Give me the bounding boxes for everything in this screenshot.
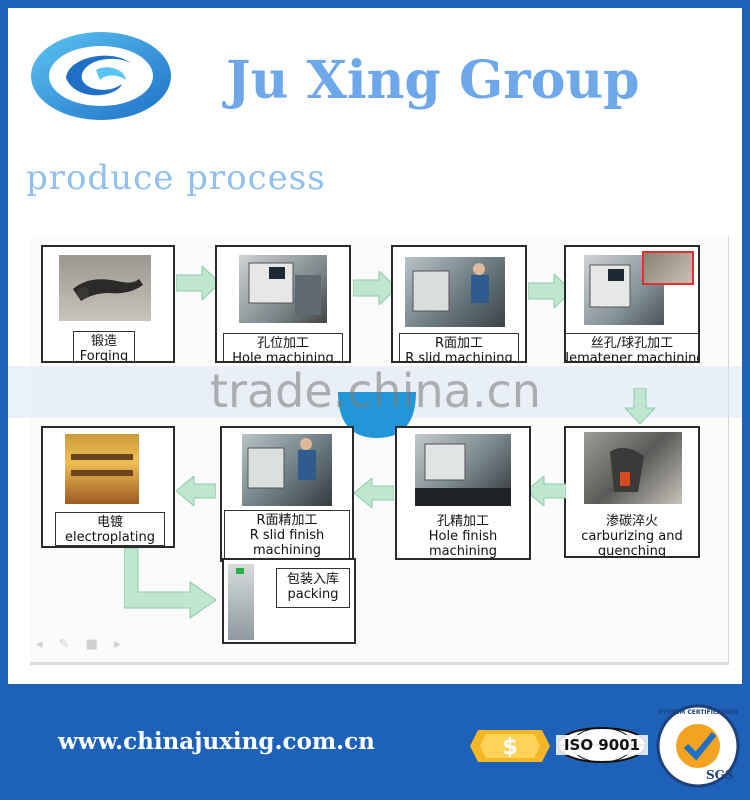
rocker-arm-icon [59,255,151,321]
arrow-left-2 [354,478,394,508]
dollar-badge-icon: $ [470,726,550,766]
brand-name: Ju Xing Group [226,50,640,111]
packing-label: 包装入库 packing [276,568,350,608]
r-slid-machining-label: R面加工 R slid machining [399,333,519,363]
watermark-text: trade.china.cn [210,364,541,418]
hole-machining-label-en: Hole machining [224,351,342,363]
r-slid-machining-photo [405,257,505,327]
hole-machining-label-zh: 孔位加工 [224,336,342,351]
electroplating-label-zh: 电镀 [56,515,164,530]
step-carburizing: 渗碳淬火 carburizing and quenching [564,426,700,558]
company-logo-icon [26,26,176,126]
step-hole-finish: 孔精加工 Hole finish machining [395,426,531,560]
arrow-right-1 [176,266,220,300]
carburizing-label: 渗碳淬火 carburizing and quenching [568,512,696,558]
r-slid-finish-label-en1: R slid finish [225,528,349,543]
viewer-toolbar-icons: ◂ ✎ ■ ▸ [36,637,127,652]
carburizing-label-en1: carburizing and [568,529,696,544]
cnc-machine-icon [239,255,327,323]
r-slid-finish-label-zh: R面精加工 [225,513,349,528]
nematener-machining-label-en: Nematener machining [564,351,700,363]
hole-finish-label-en1: Hole finish [399,529,527,544]
step-r-slid-finish: R面精加工 R slid finish machining [220,426,354,562]
r-slid-finish-photo [242,434,332,506]
arrow-elbow-packing [124,548,216,620]
arrow-down-1 [625,388,655,424]
packing-label-zh: 包装入库 [277,572,349,587]
hole-machining-photo [239,255,327,323]
iso-badge: ISO 9001 [556,726,648,764]
plating-line-icon [65,434,139,504]
packing-label-en: packing [277,587,349,602]
step-nematener-machining: 丝孔/球孔加工 Nematener machining [564,245,700,363]
packing-machine-icon [228,564,254,640]
footer-website-link[interactable]: www.chinajuxing.com.cn [58,728,375,755]
arrow-left-1 [526,476,566,506]
carburizing-photo [584,432,682,504]
step-hole-machining: 孔位加工 Hole machining [215,245,351,363]
hole-finish-label: 孔精加工 Hole finish machining [399,512,527,560]
packing-photo [228,564,254,640]
finishing-machine-icon [415,434,511,506]
forging-label-zh: 锻造 [74,334,134,349]
r-slid-finish-label-en2: machining [225,543,349,558]
r-slid-machining-label-en: R slid machining [400,351,518,363]
worker-finish-icon [242,434,332,506]
r-slid-machining-label-zh: R面加工 [400,336,518,351]
electroplating-label-en: electroplating [56,530,164,545]
sgs-badge-text: SGS [706,768,734,782]
step-packing: 包装入库 packing [222,558,356,644]
svg-text:$: $ [502,735,517,760]
step-forging: 锻造 Forging [41,245,175,363]
hole-finish-label-en2: machining [399,544,527,559]
carburizing-label-zh: 渗碳淬火 [568,514,696,529]
nematener-machining-label: 丝孔/球孔加工 Nematener machining [564,333,700,363]
content-canvas: Ju Xing Group produce process ◂ ✎ ■ ▸ 锻造… [8,8,742,684]
step-electroplating: 电镀 electroplating [41,426,175,548]
sgs-certification-badge: SYSTEM CERTIFICATION SGS [656,704,740,788]
forging-label: 锻造 Forging [73,331,135,363]
r-slid-finish-label: R面精加工 R slid finish machining [224,510,350,560]
furnace-icon [584,432,682,504]
hole-finish-photo [415,434,511,506]
step-r-slid-machining: R面加工 R slid machining [391,245,527,363]
electroplating-label: 电镀 electroplating [55,512,165,546]
iso-badge-text: ISO 9001 [556,735,648,755]
forging-label-en: Forging [74,349,134,363]
hole-finish-label-zh: 孔精加工 [399,514,527,529]
sgs-cert-ring-text: SYSTEM CERTIFICATION [656,709,740,716]
worker-machine-icon [405,257,505,327]
carburizing-label-en2: quenching [568,544,696,558]
forging-photo [59,255,151,321]
nematener-machining-label-zh: 丝孔/球孔加工 [564,336,700,351]
section-title: produce process [26,158,326,198]
electroplating-photo [65,434,139,504]
arrow-left-3 [176,476,216,506]
nematener-inset-photo [642,251,694,285]
hole-machining-label: 孔位加工 Hole machining [223,333,343,363]
